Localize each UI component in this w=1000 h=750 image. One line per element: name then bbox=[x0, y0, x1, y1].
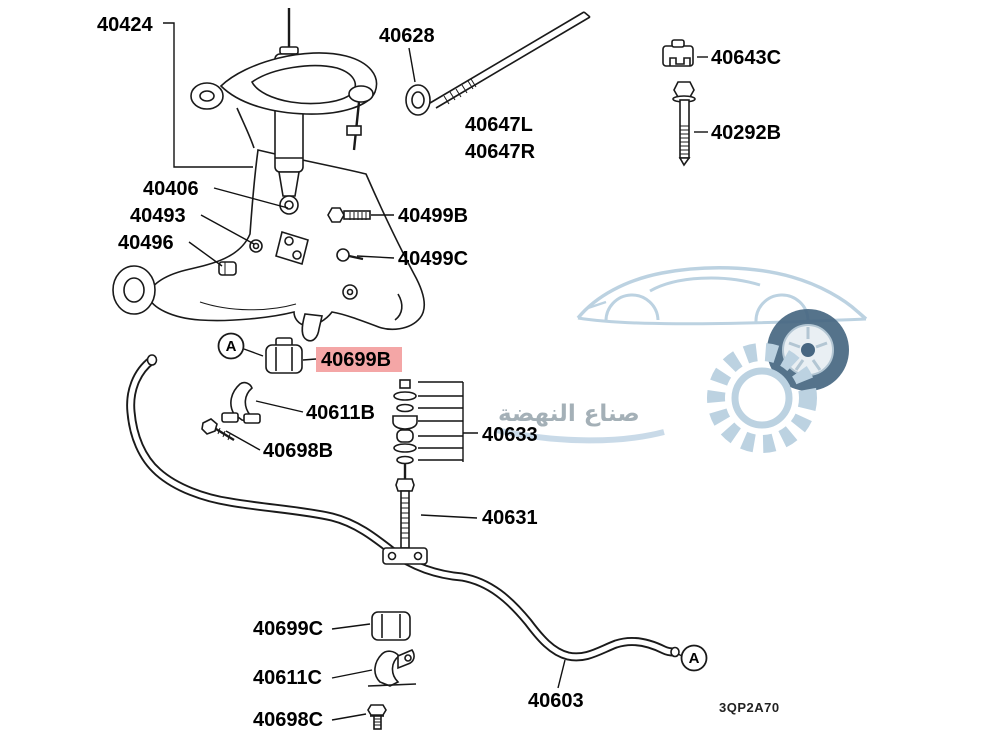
part-label-40698B: 40698B bbox=[263, 440, 333, 462]
diagram-code: 3QP2A70 bbox=[719, 700, 780, 715]
part-label-40628: 40628 bbox=[379, 25, 435, 47]
knuckle-lower-arm-drawing bbox=[112, 149, 426, 342]
watermark-gear-icon bbox=[707, 343, 817, 453]
part-label-40292B: 40292B bbox=[711, 122, 781, 144]
bolt-40698C-drawing bbox=[367, 704, 387, 730]
stabilizer-link-40631-drawing bbox=[382, 464, 428, 565]
callout-a-right: A bbox=[680, 644, 708, 672]
grommet-40628 bbox=[405, 84, 431, 116]
bushing-40699C-drawing bbox=[371, 611, 411, 641]
part-label-40424: 40424 bbox=[97, 14, 153, 36]
clip-40643C-drawing bbox=[662, 39, 694, 67]
part-labels: 40424 40628 40647L 40647R 40643C 40292B … bbox=[97, 14, 781, 731]
highlight-40699B bbox=[316, 347, 402, 372]
part-label-40631: 40631 bbox=[482, 507, 538, 529]
part-label-40643C: 40643C bbox=[711, 47, 781, 69]
part-label-40647R: 40647R bbox=[465, 141, 536, 163]
bolt-40698B-drawing bbox=[201, 418, 235, 442]
part-label-40698C: 40698C bbox=[253, 709, 323, 731]
bolt-40499C-drawing bbox=[336, 248, 364, 262]
callout-a-right-label: A bbox=[689, 650, 700, 667]
part-label-40499B: 40499B bbox=[398, 205, 468, 227]
part-label-40493: 40493 bbox=[130, 205, 186, 227]
part-label-40699B: 40699B bbox=[321, 349, 391, 371]
bolt-40292B-drawing bbox=[672, 81, 696, 167]
clamp-40611B-drawing bbox=[221, 381, 261, 424]
watermark-text: صناع النهضة bbox=[498, 401, 640, 427]
part-label-40406: 40406 bbox=[143, 178, 199, 200]
watermark: صناع النهضة bbox=[495, 266, 868, 453]
part-label-40603: 40603 bbox=[528, 690, 584, 712]
steering-shaft-drawing bbox=[405, 11, 591, 116]
part-label-40611B: 40611B bbox=[306, 402, 375, 424]
part-label-40633: 40633 bbox=[482, 424, 538, 446]
part-label-40647L: 40647L bbox=[465, 114, 533, 136]
part-label-40699C: 40699C bbox=[253, 618, 323, 640]
leader-lines bbox=[163, 22, 708, 721]
bushing-40699B-drawing bbox=[265, 337, 303, 374]
washer-stack-40633-drawing bbox=[392, 379, 478, 465]
callout-a-left-label: A bbox=[226, 338, 237, 355]
callout-a-left: A bbox=[217, 332, 245, 360]
part-label-40499C: 40499C bbox=[398, 248, 468, 270]
part-label-40611C: 40611C bbox=[253, 667, 322, 689]
upper-control-arm-drawing bbox=[190, 52, 378, 151]
part-label-40496: 40496 bbox=[118, 232, 174, 254]
clamp-40611C-drawing bbox=[367, 649, 417, 687]
bolt-40499B-drawing bbox=[327, 207, 371, 223]
